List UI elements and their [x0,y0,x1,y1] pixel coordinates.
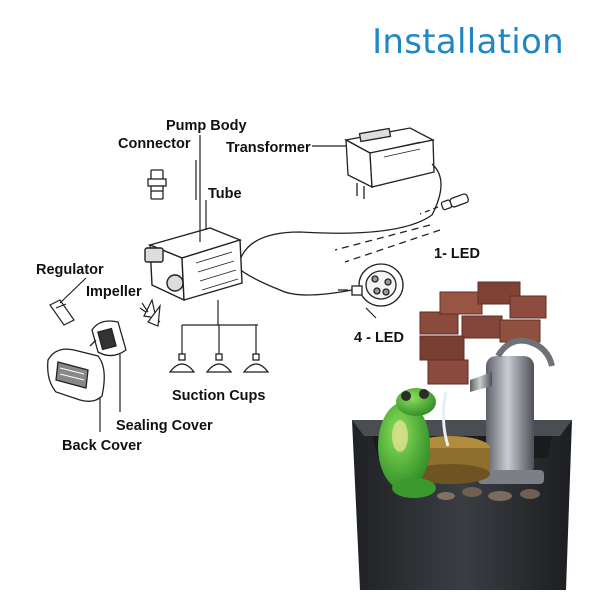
label-four-led: 4 - LED [354,330,404,346]
label-impeller: Impeller [86,284,142,300]
label-transformer: Transformer [226,140,311,156]
sealing-cover-part [89,320,127,357]
label-sealing-cover: Sealing Cover [116,418,213,434]
pebbles [437,487,540,501]
four-led-part [237,263,404,307]
fountain-photo [352,281,572,590]
transformer-part [239,127,442,261]
wooden-barrel [410,391,490,484]
connector-part [147,169,167,200]
suction-cups-part [168,353,270,373]
label-pump-body: Pump Body [166,118,247,134]
label-suction-cups: Suction Cups [172,388,266,404]
back-cover-part [47,348,105,402]
pump-body-part [144,227,243,302]
one-led-part [334,193,469,263]
impeller-part [139,298,161,327]
frog-figure [378,388,436,498]
label-one-led: 1- LED [434,246,480,262]
regulator-part [49,299,75,326]
page-title: Installation [372,22,564,62]
label-regulator: Regulator [36,262,104,278]
brick-wall [419,281,547,385]
water-pump-statue [470,337,555,484]
label-back-cover: Back Cover [62,438,142,454]
label-tube: Tube [208,186,242,202]
label-connector: Connector [118,136,191,152]
leader-lines [59,135,377,432]
